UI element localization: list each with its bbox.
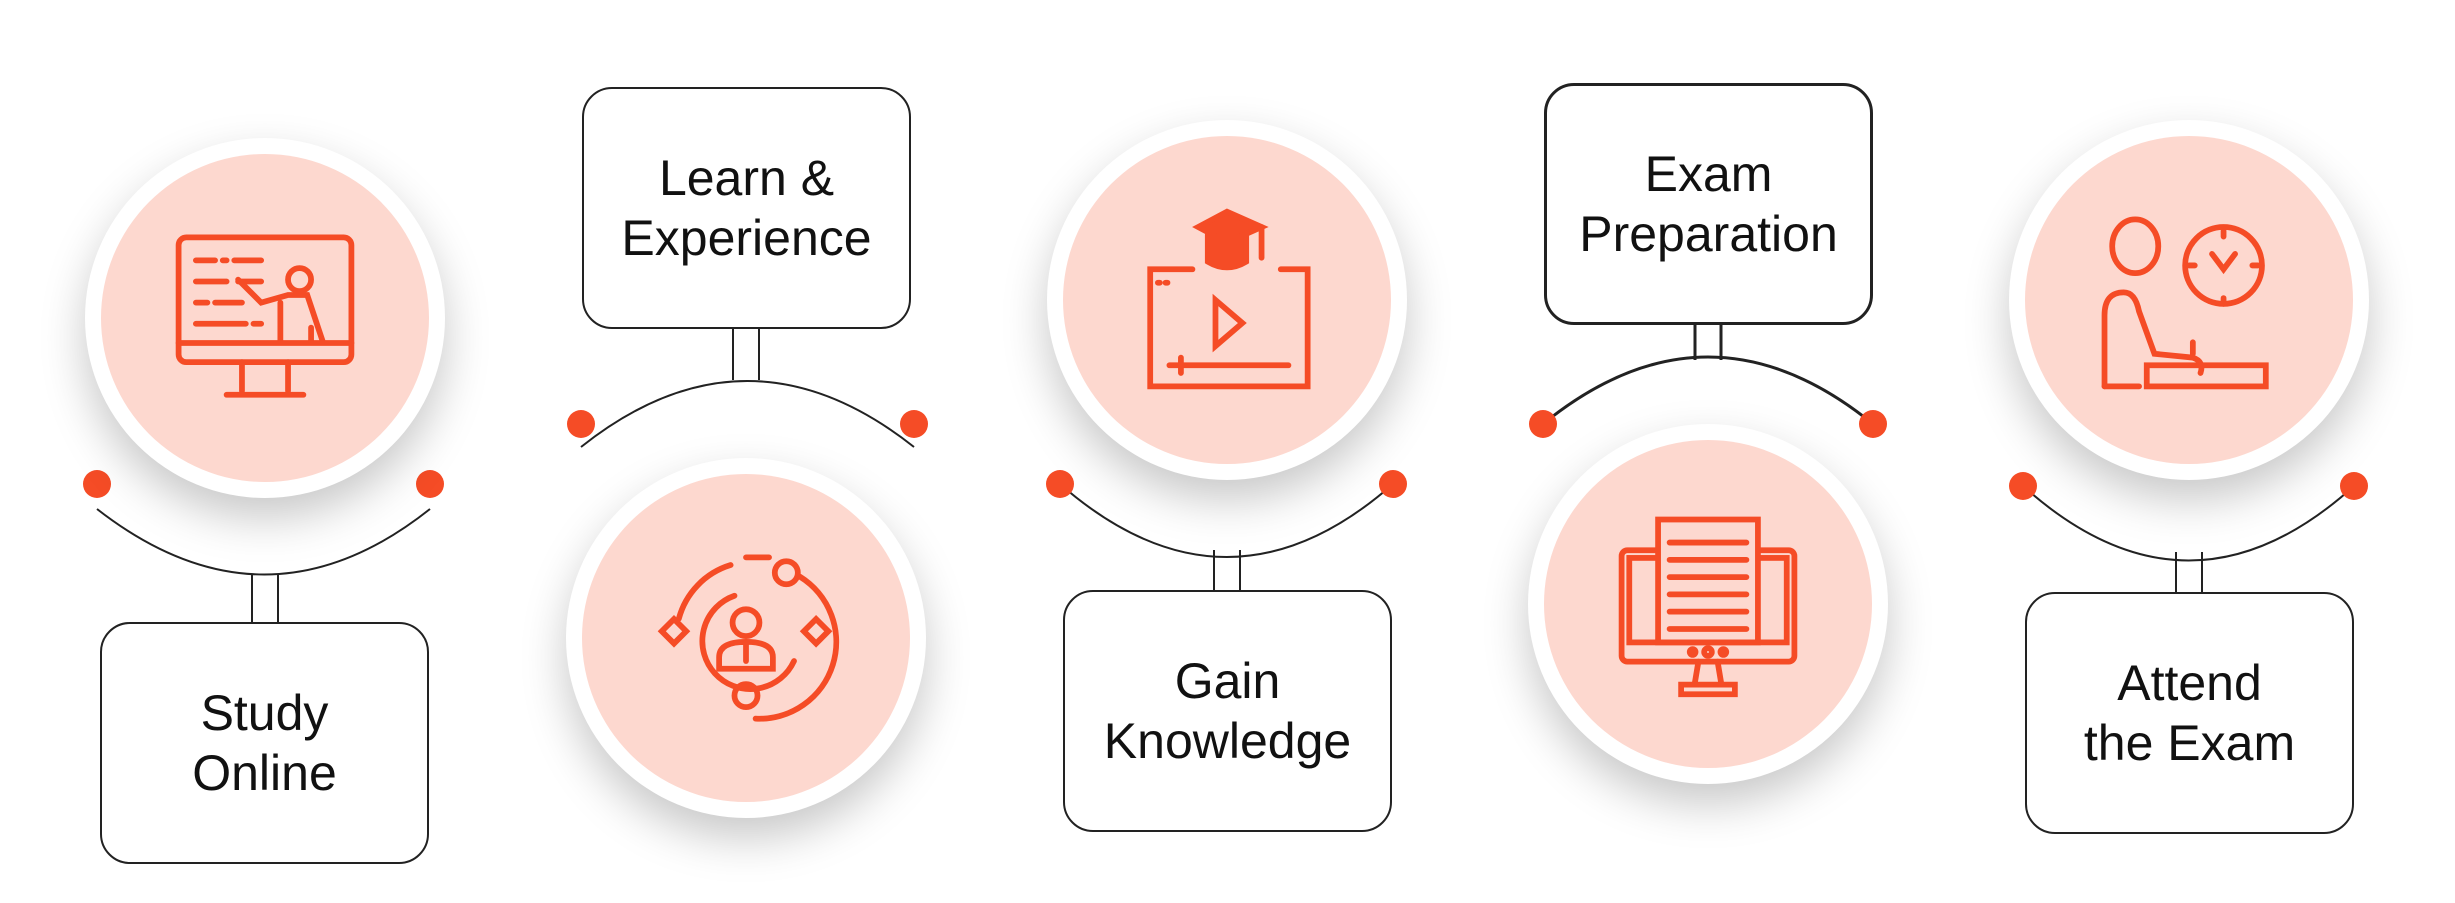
step-5-label-box: Attend the Exam [2025,592,2354,834]
connector-dot [1529,410,1557,438]
step-1-label-line1: Study [200,685,329,741]
connector-dot [567,410,595,438]
step-3-circle [1047,120,1407,480]
connector-arc [1542,355,1874,426]
step-5-circle [2009,120,2369,480]
connector-dot [2009,472,2037,500]
people-network-icon [657,554,840,722]
step-4-circle [1528,424,1888,784]
step-5-label-line2: the Exam [2083,715,2296,771]
connector-dot [1859,410,1887,438]
step-2-label-box: Learn & Experience [582,87,911,329]
step-3-label-line1: Gain [1174,653,1281,709]
connector-arc [96,508,431,576]
connector-dot [1046,470,1074,498]
step-4-label-line1: Exam [1644,146,1773,202]
connector-arc [2022,485,2355,562]
graduation-video-icon [1147,208,1311,390]
connector-dot [416,470,444,498]
step-4-label-box: Exam Preparation [1544,83,1873,325]
connector-dot [900,410,928,438]
step-3-label-line2: Knowledge [1103,713,1352,769]
step-2-label-line1: Learn & [658,150,835,206]
connector-stem [251,575,279,622]
step-2-circle [566,458,926,818]
online-teaching-monitor-icon [175,234,355,398]
connector-arc [1059,483,1394,558]
computer-document-icon [1618,516,1798,698]
connector-arc [580,380,915,448]
connector-dot [83,470,111,498]
student-clock-desk-icon [2101,216,2269,390]
connector-dot [1379,470,1407,498]
step-2-label-line2: Experience [621,210,872,266]
step-1-label-line2: Online [192,745,337,801]
connector-stem [732,329,760,380]
step-5-label-line1: Attend [2117,655,2262,711]
step-4-label-line2: Preparation [1579,206,1838,262]
connector-dot [2340,472,2368,500]
step-1-circle [85,138,445,498]
step-1-label-box: Study Online [100,622,429,864]
step-3-label-box: Gain Knowledge [1063,590,1392,832]
